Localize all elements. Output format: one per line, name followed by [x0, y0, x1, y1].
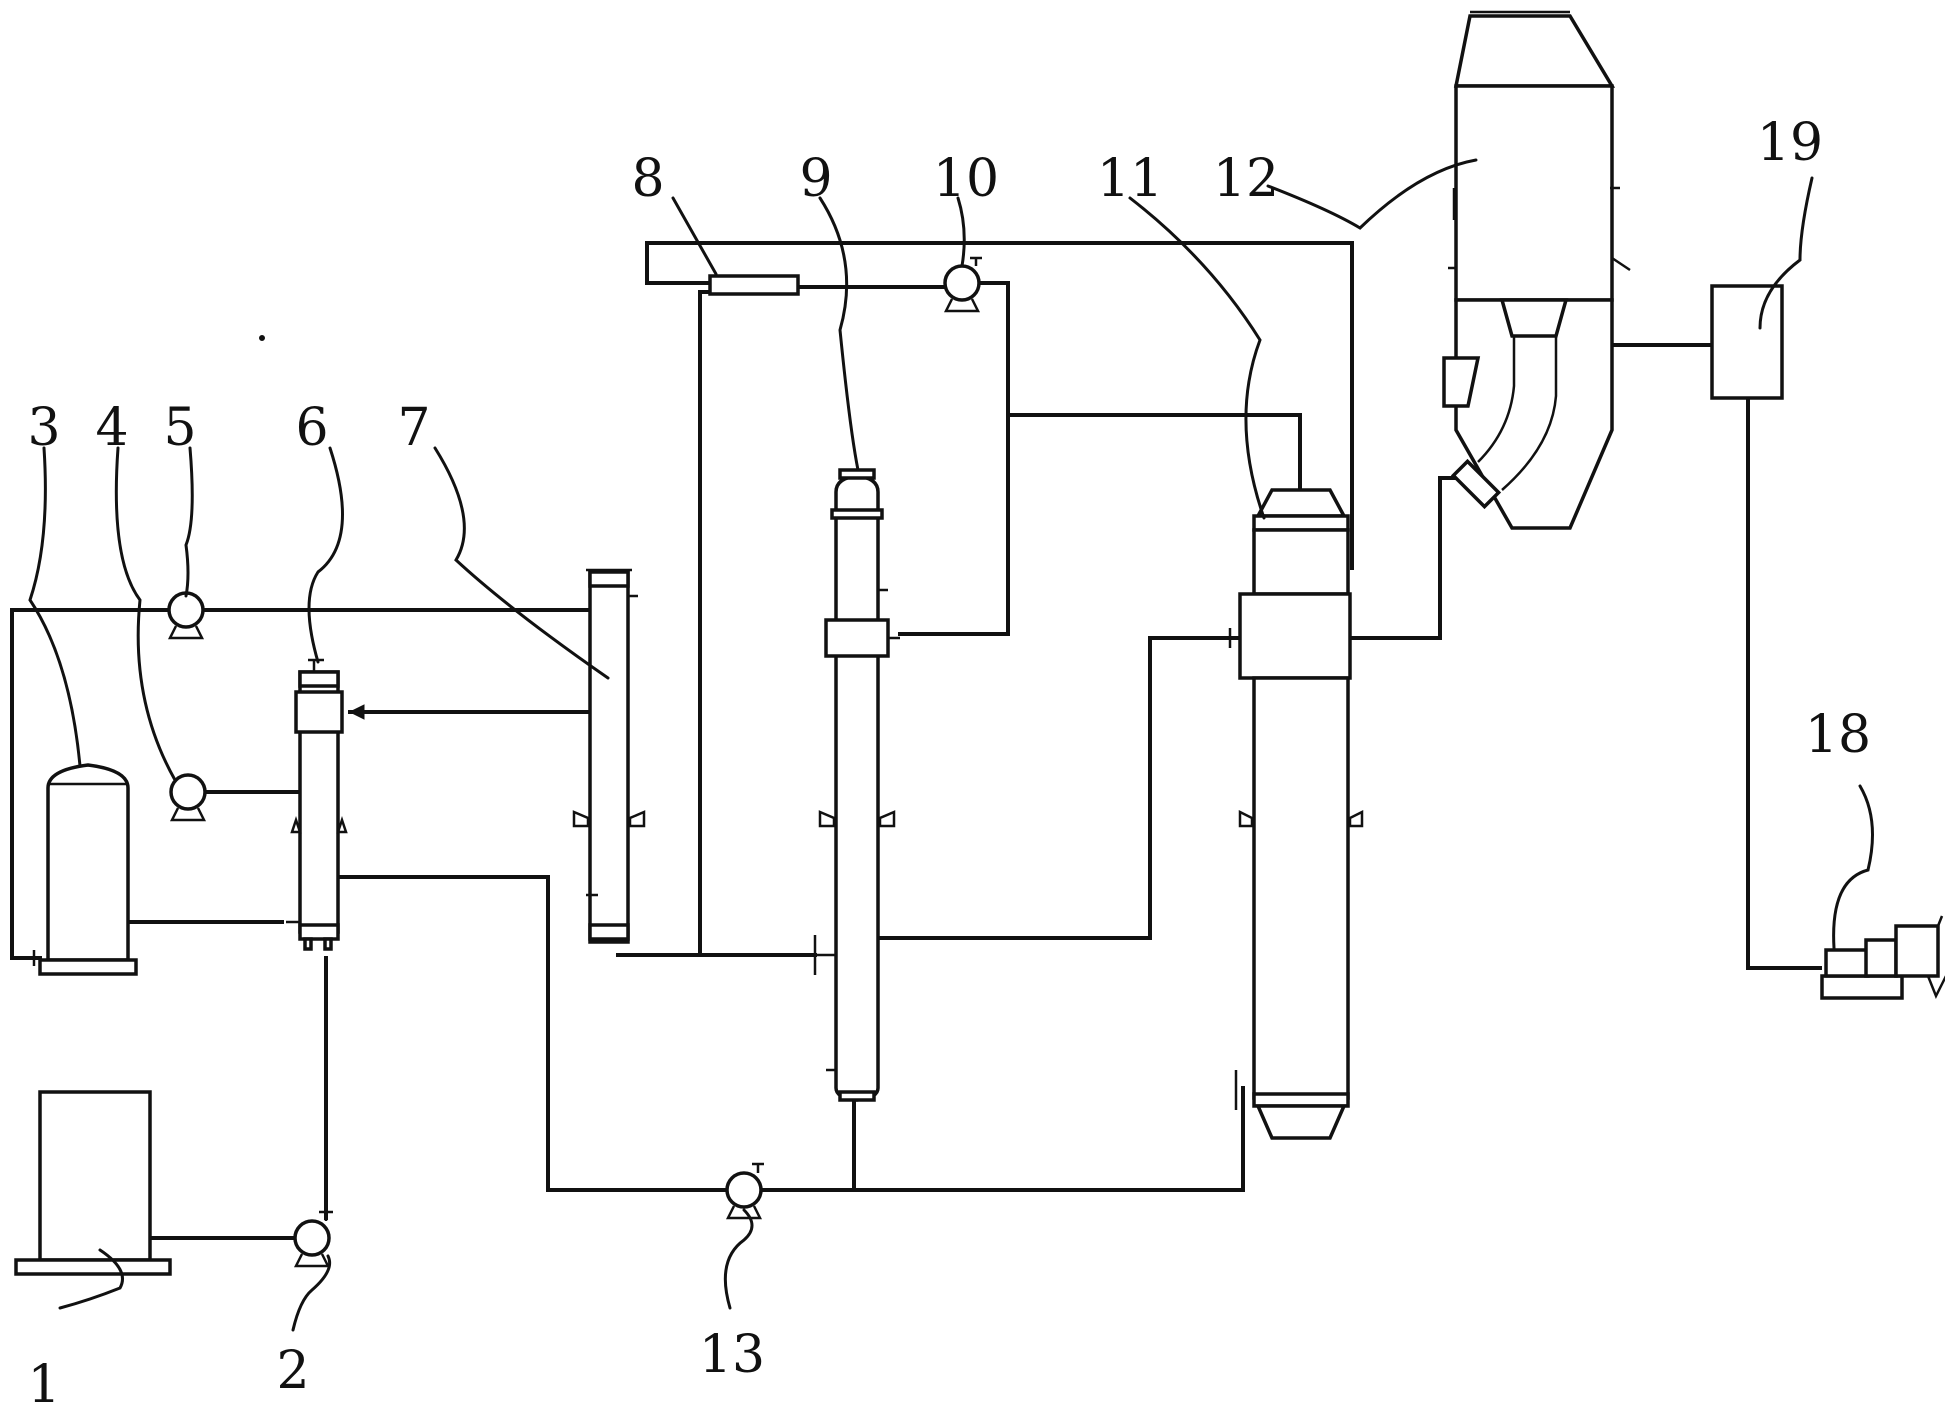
pipelines — [10, 241, 1822, 1240]
pump-4 — [169, 773, 207, 822]
label-1: 1 — [27, 1355, 60, 1407]
stray-dot — [259, 335, 265, 341]
label-2: 2 — [276, 1341, 309, 1401]
label-3: 3 — [27, 398, 60, 458]
cyclone-separator-12 — [1442, 10, 1631, 530]
leader-lines — [28, 158, 1874, 1332]
column-11 — [1228, 488, 1364, 1140]
pump-13 — [725, 1162, 764, 1220]
label-4: 4 — [95, 398, 128, 458]
pump-2 — [293, 1210, 333, 1268]
flowmeter-8 — [708, 274, 800, 296]
label-9: 9 — [799, 149, 832, 209]
feed-tank — [14, 1090, 172, 1276]
label-11: 11 — [1097, 149, 1163, 209]
label-8: 8 — [631, 149, 664, 209]
column-6 — [286, 658, 348, 951]
label-18: 18 — [1805, 705, 1871, 765]
unit-19 — [1710, 284, 1784, 400]
label-6: 6 — [295, 398, 328, 458]
label-12: 12 — [1213, 149, 1279, 209]
column-9 — [812, 468, 900, 1102]
fan-unit-18 — [1820, 915, 1945, 1000]
label-10: 10 — [933, 149, 999, 209]
label-5: 5 — [163, 398, 196, 458]
pump-5 — [167, 591, 205, 640]
label-7: 7 — [397, 398, 430, 458]
label-13: 13 — [699, 1325, 765, 1385]
label-19: 19 — [1757, 113, 1823, 173]
number-labels: 1 2 3 4 5 6 7 8 9 10 11 12 13 18 19 — [27, 113, 1871, 1407]
storage-tank-3 — [32, 763, 138, 976]
column-7 — [572, 568, 646, 944]
